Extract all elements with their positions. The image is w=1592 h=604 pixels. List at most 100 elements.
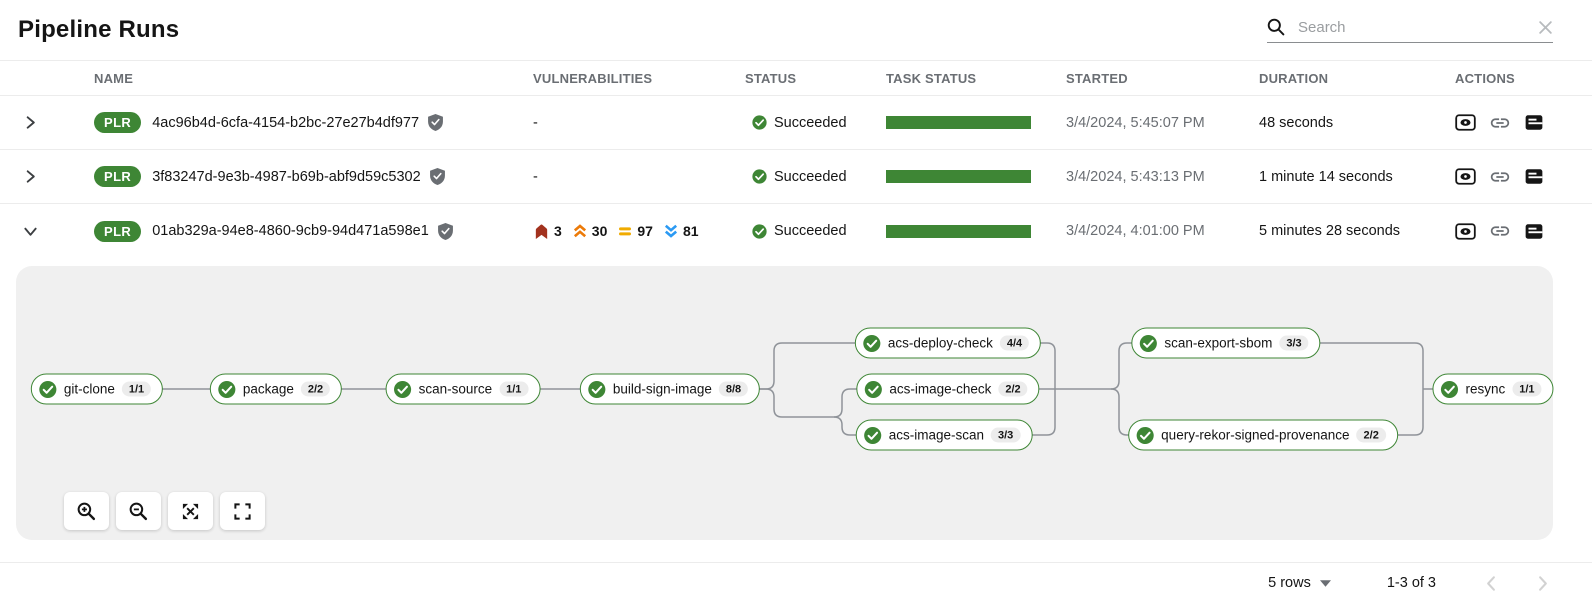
- success-check-icon: [1440, 380, 1459, 398]
- task-node-count: 2/2: [300, 381, 331, 397]
- success-check-icon: [218, 380, 236, 398]
- status-cell: Succeeded: [727, 115, 868, 131]
- link-icon: [1489, 112, 1511, 134]
- table-row: PLR 4ac96b4d-6cfa-4154-b2bc-27e27b4df977 -…: [0, 96, 1592, 150]
- zoom-in-button[interactable]: [64, 492, 109, 530]
- vulnerabilities-cell: -: [515, 169, 727, 185]
- task-node-count: 1/1: [121, 381, 152, 397]
- zoom-out-button[interactable]: [116, 492, 161, 530]
- success-check-icon: [752, 169, 767, 184]
- severity-critical-icon: [533, 223, 550, 240]
- task-node-query-rekor-signed-provenance[interactable]: query-rekor-signed-provenance 2/2: [1128, 419, 1398, 451]
- task-node-git-clone[interactable]: git-clone 1/1: [30, 373, 164, 405]
- view-pipeline-run-button[interactable]: [1455, 113, 1476, 132]
- column-header-actions: ACTIONS: [1455, 70, 1515, 86]
- view-logs-button[interactable]: [1524, 113, 1544, 132]
- pipeline-graph-edges: [154, 342, 1441, 436]
- success-check-icon: [752, 115, 767, 130]
- column-header-status: STATUS: [745, 70, 797, 86]
- pagination-bar: 5 rows 1-3 of 3: [0, 562, 1592, 603]
- task-status-bar: [886, 116, 1031, 129]
- copy-link-button[interactable]: [1489, 220, 1511, 242]
- view-logs-button[interactable]: [1524, 167, 1544, 186]
- task-node-scan-source[interactable]: scan-source 1/1: [385, 373, 541, 405]
- task-node-label: acs-image-scan: [888, 427, 984, 443]
- column-header-task-status: TASK STATUS: [886, 70, 977, 86]
- task-node-label: query-rekor-signed-provenance: [1161, 427, 1350, 443]
- logs-icon: [1524, 113, 1544, 132]
- task-status-bar: [886, 170, 1031, 183]
- plr-badge: PLR: [94, 112, 142, 133]
- clear-search-button[interactable]: [1538, 20, 1553, 35]
- task-node-scan-export-sbom[interactable]: scan-export-sbom 3/3: [1131, 327, 1321, 359]
- severity-medium-icon: [617, 223, 633, 239]
- view-pipeline-run-button[interactable]: [1455, 167, 1476, 186]
- success-check-icon: [863, 334, 881, 352]
- success-check-icon: [1139, 334, 1157, 352]
- chevron-right-icon: [22, 168, 39, 185]
- task-node-label: git-clone: [63, 381, 115, 397]
- pagination-range: 1-3 of 3: [1386, 575, 1436, 591]
- task-node-count: 8/8: [718, 381, 749, 397]
- pipeline-run-name[interactable]: 3f83247d-9e3b-4987-b69b-abf9d59c5302: [152, 168, 421, 185]
- fullscreen-button[interactable]: [220, 492, 265, 530]
- success-check-icon: [1136, 426, 1154, 444]
- table-body: PLR 4ac96b4d-6cfa-4154-b2bc-27e27b4df977 -…: [0, 96, 1592, 258]
- copy-link-button[interactable]: [1489, 166, 1511, 188]
- task-node-acs-deploy-check[interactable]: acs-deploy-check 4/4: [854, 327, 1042, 359]
- task-status-bar: [886, 224, 1031, 238]
- success-check-icon: [39, 380, 57, 398]
- row-expand-toggle[interactable]: [18, 164, 43, 189]
- task-node-label: acs-deploy-check: [887, 335, 993, 351]
- task-node-label: scan-export-sbom: [1164, 335, 1273, 351]
- page-title: Pipeline Runs: [18, 16, 180, 43]
- logs-icon: [1524, 222, 1544, 241]
- task-node-count: 4/4: [999, 335, 1030, 351]
- fit-to-screen-button[interactable]: [168, 492, 213, 530]
- graph-controls: [64, 492, 265, 530]
- task-node-count: 1/1: [499, 381, 529, 397]
- search-box: [1267, 17, 1553, 43]
- row-expand-toggle[interactable]: [18, 219, 43, 244]
- row-expand-toggle[interactable]: [18, 110, 43, 135]
- fullscreen-icon: [233, 502, 252, 521]
- task-node-count: 3/3: [1279, 335, 1309, 351]
- task-node-build-sign-image[interactable]: build-sign-image 8/8: [579, 373, 761, 405]
- status-cell: Succeeded: [727, 169, 868, 185]
- prev-page-button[interactable]: [1482, 574, 1501, 593]
- task-node-count: 2/2: [1356, 427, 1386, 443]
- close-icon: [1538, 20, 1553, 35]
- view-pipeline-run-button[interactable]: [1455, 222, 1476, 241]
- success-check-icon: [752, 223, 767, 239]
- vulnerabilities-cell: -: [515, 115, 727, 131]
- next-page-button[interactable]: [1533, 574, 1552, 593]
- view-logs-button[interactable]: [1524, 222, 1544, 241]
- zoom-out-icon: [128, 501, 149, 522]
- task-node-label: resync: [1465, 381, 1506, 397]
- copy-link-button[interactable]: [1489, 112, 1511, 134]
- chevron-left-icon: [1482, 574, 1501, 593]
- vulnerabilities-empty: -: [533, 168, 538, 185]
- severity-low-icon: [663, 223, 679, 239]
- medium-count: 97: [617, 223, 653, 239]
- logs-icon: [1524, 167, 1544, 186]
- status-label: Succeeded: [774, 114, 847, 131]
- vulnerabilities-empty: -: [533, 114, 538, 131]
- column-header-started: STARTED: [1066, 70, 1128, 86]
- rows-per-page-label: 5 rows: [1268, 575, 1311, 591]
- search-input[interactable]: [1296, 17, 1538, 37]
- rows-per-page-dropdown[interactable]: 5 rows: [1268, 575, 1331, 591]
- pipeline-run-name[interactable]: 4ac96b4d-6cfa-4154-b2bc-27e27b4df977: [152, 114, 420, 131]
- started-timestamp: 3/4/2024, 5:45:07 PM: [1066, 114, 1205, 131]
- link-icon: [1489, 220, 1511, 242]
- pipeline-run-name[interactable]: 01ab329a-94e8-4860-9cb9-94d471a598e1: [152, 223, 429, 239]
- signed-shield-icon: [437, 222, 453, 240]
- task-node-label: scan-source: [418, 381, 493, 397]
- expand-arrows-icon: [181, 502, 200, 521]
- task-node-label: build-sign-image: [612, 381, 712, 397]
